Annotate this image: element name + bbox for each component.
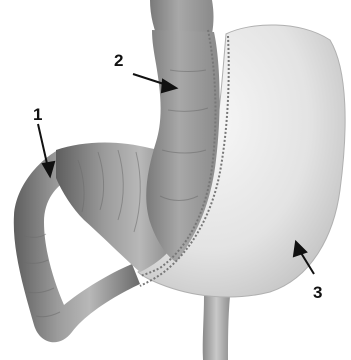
callout-number-1: 1 — [33, 105, 42, 124]
callout-number-2: 2 — [114, 51, 123, 70]
callout-number-3: 3 — [313, 283, 322, 302]
duodenum — [203, 296, 230, 360]
